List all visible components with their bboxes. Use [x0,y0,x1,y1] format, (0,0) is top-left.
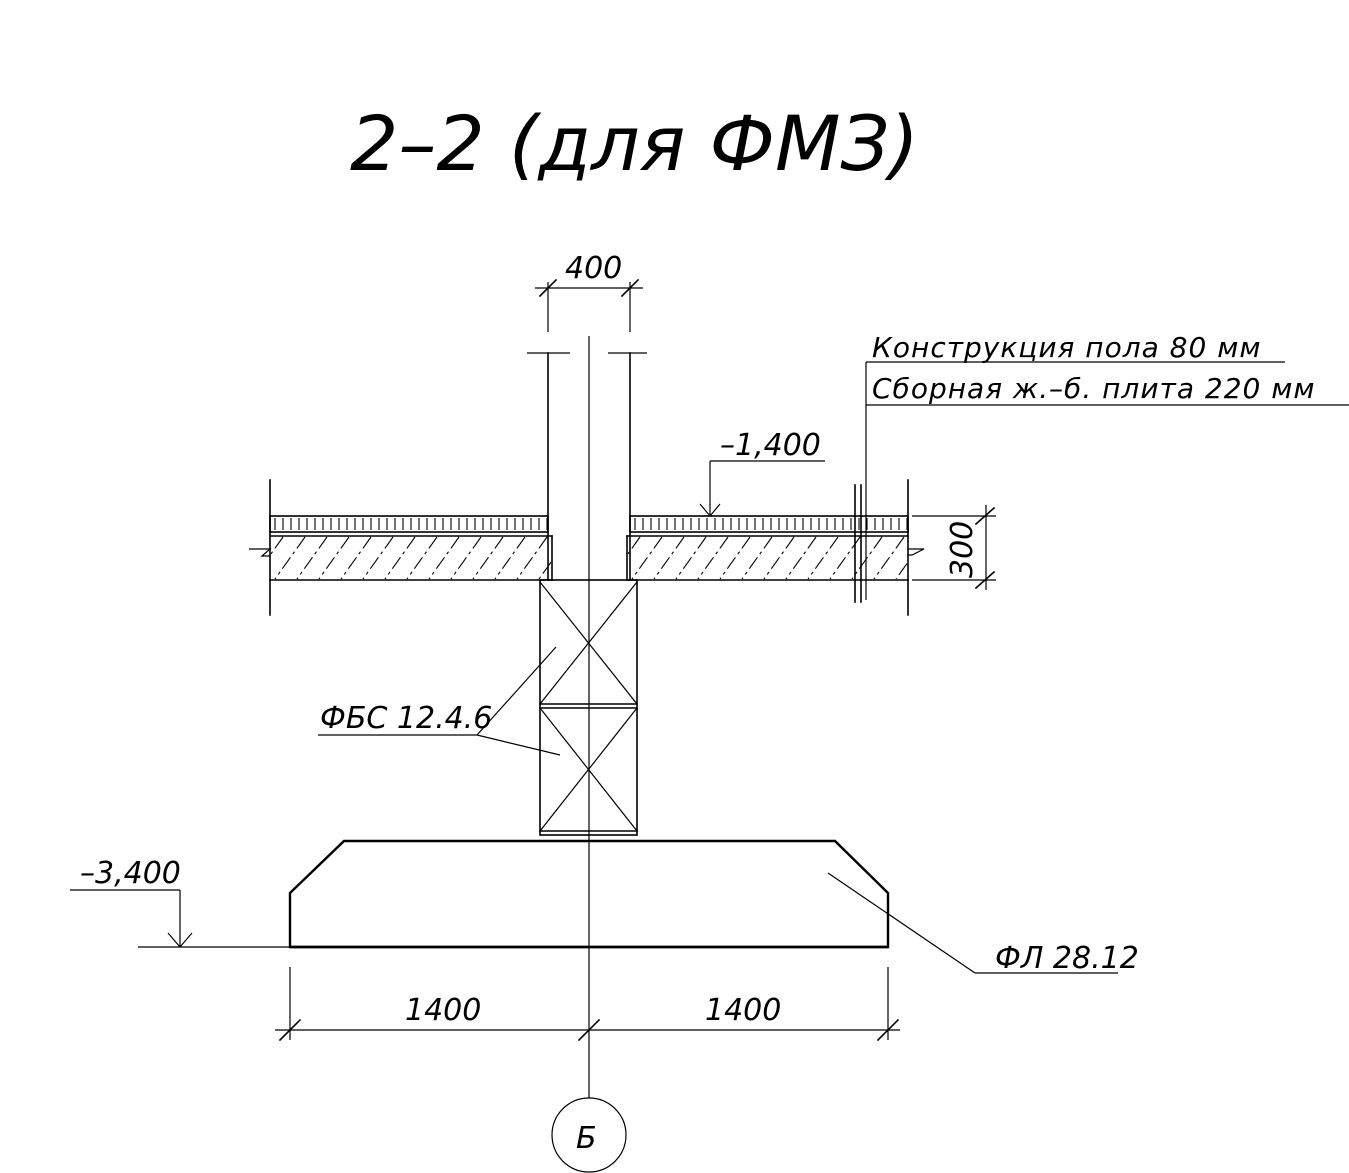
floor-thickness-label: 300 [945,521,980,578]
floor-right [626,479,925,616]
floor-level-mark: –1,400 [699,428,825,517]
floor-thickness-dimension: 300 [912,505,996,590]
floor-level-label: –1,400 [720,428,821,463]
section-title: 2–2 (для ФМЗ) [350,99,919,188]
axis-label: Б [576,1121,597,1156]
left-half-label: 1400 [405,993,481,1028]
footing [288,839,890,949]
slab-note: Сборная ж.–б. плита 220 мм [872,372,1315,405]
floor-construction-note: Конструкция пола 80 мм [872,331,1261,364]
axis-marker: Б [551,1097,627,1173]
wall-block-leader: ФБС 12.4.6 [318,646,561,756]
column [527,352,647,581]
footing-leader: ФЛ 28.12 [827,872,1139,976]
wall-blocks [539,579,638,836]
right-half-label: 1400 [705,993,781,1028]
column-width-label: 400 [565,251,622,286]
foundation-level-mark: –3,400 [70,856,290,948]
column-width-dimension: 400 [535,251,643,332]
footing-width-dimension: 1400 1400 [275,967,900,1042]
floor-notes: Конструкция пола 80 мм Сборная ж.–б. пли… [865,331,1349,600]
wall-block-label: ФБС 12.4.6 [320,701,492,736]
foundation-level-label: –3,400 [80,856,181,891]
footing-label: ФЛ 28.12 [995,941,1139,976]
floor-left [249,479,553,616]
